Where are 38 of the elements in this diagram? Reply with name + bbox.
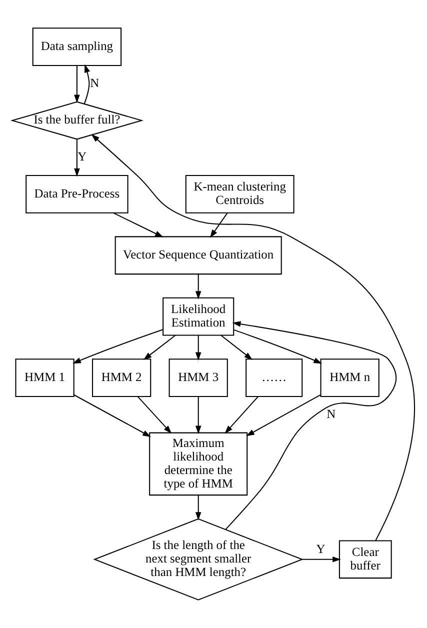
arrow — [74, 394, 151, 437]
arrow — [137, 396, 172, 434]
arrow — [74, 66, 80, 104]
arrow — [220, 334, 253, 360]
node-box: Likelihood Estimation — [162, 297, 234, 336]
node-box: HMM n — [320, 358, 380, 397]
arrow — [74, 139, 80, 177]
node-box: Data sampling — [32, 28, 122, 66]
arrow — [234, 329, 322, 364]
arrow — [210, 212, 228, 238]
node-box: HMM 1 — [15, 358, 74, 397]
arrow — [91, 134, 415, 541]
arrow — [195, 335, 202, 361]
node-box: Data Pre-Process — [26, 174, 128, 214]
node-diamond: Is the buffer full? — [10, 101, 144, 140]
edge-label: Y — [316, 542, 326, 556]
node-box: Clear buffer — [338, 540, 392, 579]
arrow — [84, 64, 90, 104]
node-box: Maximum likelihood determine the type of HMM — [149, 432, 248, 496]
arrow — [225, 321, 397, 530]
arrow — [195, 396, 202, 434]
edge-label: N — [90, 76, 100, 90]
edge-label: Y — [78, 150, 87, 164]
node-box: …… — [246, 358, 303, 397]
node-box: HMM 3 — [168, 358, 228, 397]
arrow — [246, 394, 321, 436]
arrow — [113, 212, 164, 238]
arrow — [195, 496, 202, 520]
arrow — [143, 334, 176, 360]
arrow — [72, 329, 163, 364]
arrow — [195, 274, 202, 300]
node-box: K-mean clustering Centroids — [185, 174, 294, 214]
node-box: Vector Sequence Quantization — [114, 236, 282, 275]
edge-label: N — [326, 406, 336, 421]
arrow — [302, 556, 341, 562]
node-diamond: Is the length of the next segment smaller than HMM length? — [93, 518, 304, 600]
arrow — [224, 396, 258, 434]
node-box: HMM 2 — [92, 358, 152, 397]
